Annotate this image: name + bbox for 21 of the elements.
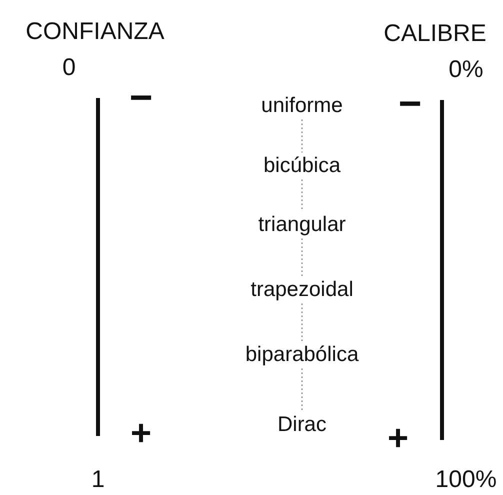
scale-value: 1 [91,468,105,492]
minus-sign: − [398,84,422,124]
plus-sign: + [130,415,152,451]
method-label: Dirac [274,411,330,439]
method-label: uniforme [258,92,346,120]
minus-sign: − [129,78,153,118]
axis-title: CALIBRE [384,22,486,46]
method-label: biparabólica [242,341,362,369]
scale-value: 100% [435,468,497,492]
scale-value: 0% [448,58,484,82]
dotted-connector [301,180,303,212]
scale-value: 0 [62,56,76,80]
dotted-connector [301,120,303,152]
axis-title: CONFIANZA [26,20,164,44]
method-label: trapezoidal [248,276,356,304]
dotted-connector [301,368,303,412]
dotted-connector [301,238,303,276]
plus-sign: + [387,420,409,456]
method-label: triangular [255,211,349,239]
dotted-connector [301,304,303,342]
method-label: bicúbica [260,152,344,180]
